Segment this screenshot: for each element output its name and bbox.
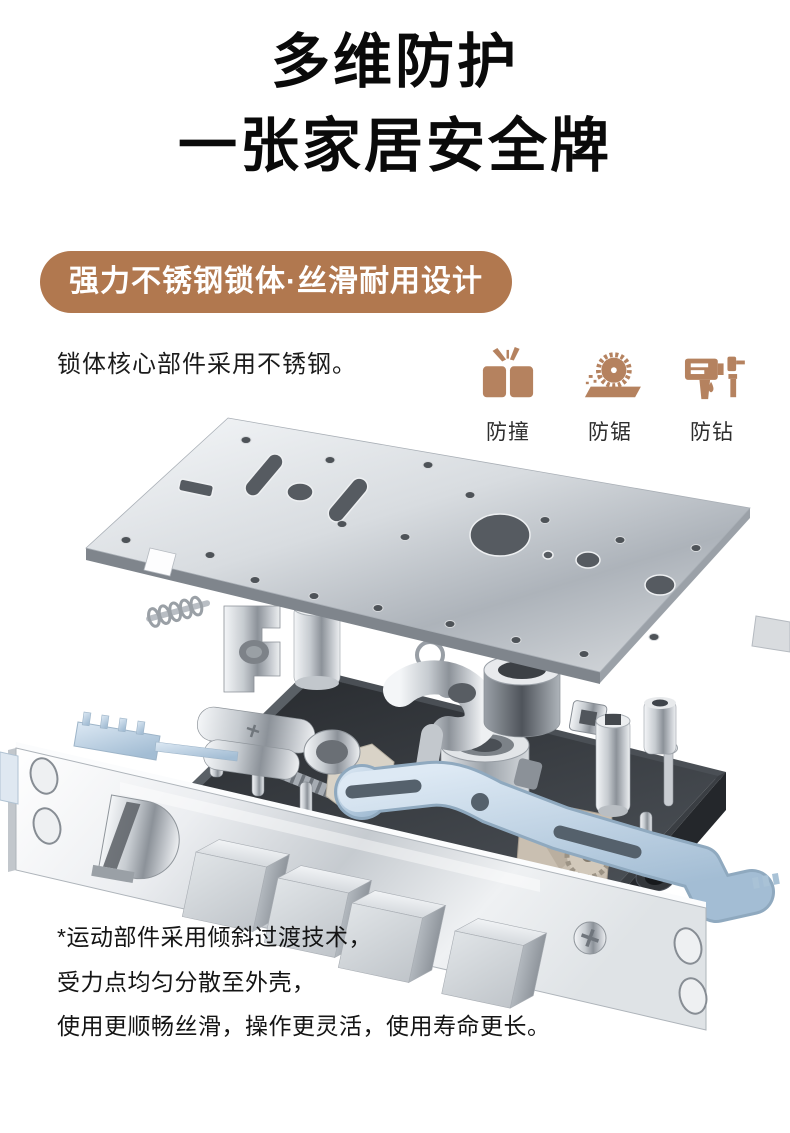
plate-notch — [143, 547, 177, 577]
footnote-line: 使用更顺畅丝滑，操作更灵活，使用寿命更长。 — [57, 1013, 551, 1039]
bracket-block — [223, 605, 281, 693]
faceplate-oval-holes — [29, 757, 708, 1015]
countersunk-holes — [120, 436, 702, 658]
ring-cylinder — [483, 654, 561, 738]
right-metal-sliver — [751, 615, 790, 653]
feature-anti-saw: 防锯 — [576, 347, 644, 446]
footnote-line: *运动部件采用倾斜过渡技术， — [57, 924, 372, 950]
anti-saw-icon — [576, 347, 644, 403]
latch-bolt — [91, 794, 180, 884]
blue-transfer-bar — [334, 760, 780, 923]
spring-screw — [146, 595, 211, 628]
page-title: 多维防护 一张家居安全牌 — [0, 20, 790, 188]
footnote: *运动部件采用倾斜过渡技术， 受力点均匀分散至外壳， 使用更顺畅丝滑，操作更灵活… — [57, 915, 551, 1049]
deadbolt-cubes — [181, 839, 548, 1009]
lock-exploded-render — [0, 417, 790, 1031]
feature-anti-impact: 防撞 — [474, 347, 542, 446]
feature-label: 防撞 — [486, 421, 530, 444]
feature-label: 防锯 — [588, 421, 632, 444]
section-badge: 强力不锈钢锁体·丝滑耐用设计 — [40, 251, 512, 313]
feature-anti-drill: 防钻 — [678, 347, 746, 446]
cover-plate — [85, 417, 751, 684]
faceplate — [8, 742, 708, 1031]
feature-label: 防钻 — [690, 421, 734, 444]
phillips-screw — [573, 921, 607, 955]
section-description: 锁体核心部件采用不锈钢。 — [57, 351, 357, 378]
blue-comb-strip — [73, 711, 239, 762]
plate-holes — [177, 453, 676, 596]
title-line-2: 一张家居安全牌 — [177, 113, 612, 179]
left-blue-sliver — [0, 751, 19, 805]
round-socket-post — [643, 697, 677, 755]
feature-list: 防撞 防锯 — [474, 347, 746, 446]
title-line-1: 多维防护 — [270, 29, 519, 95]
footnote-line: 受力点均匀分散至外壳， — [57, 968, 316, 995]
square-socket-post — [595, 713, 631, 817]
anti-drill-icon — [678, 347, 746, 403]
fork-lever — [196, 706, 361, 780]
blue-bracket-teeth — [751, 872, 780, 889]
anti-impact-icon — [474, 347, 542, 403]
